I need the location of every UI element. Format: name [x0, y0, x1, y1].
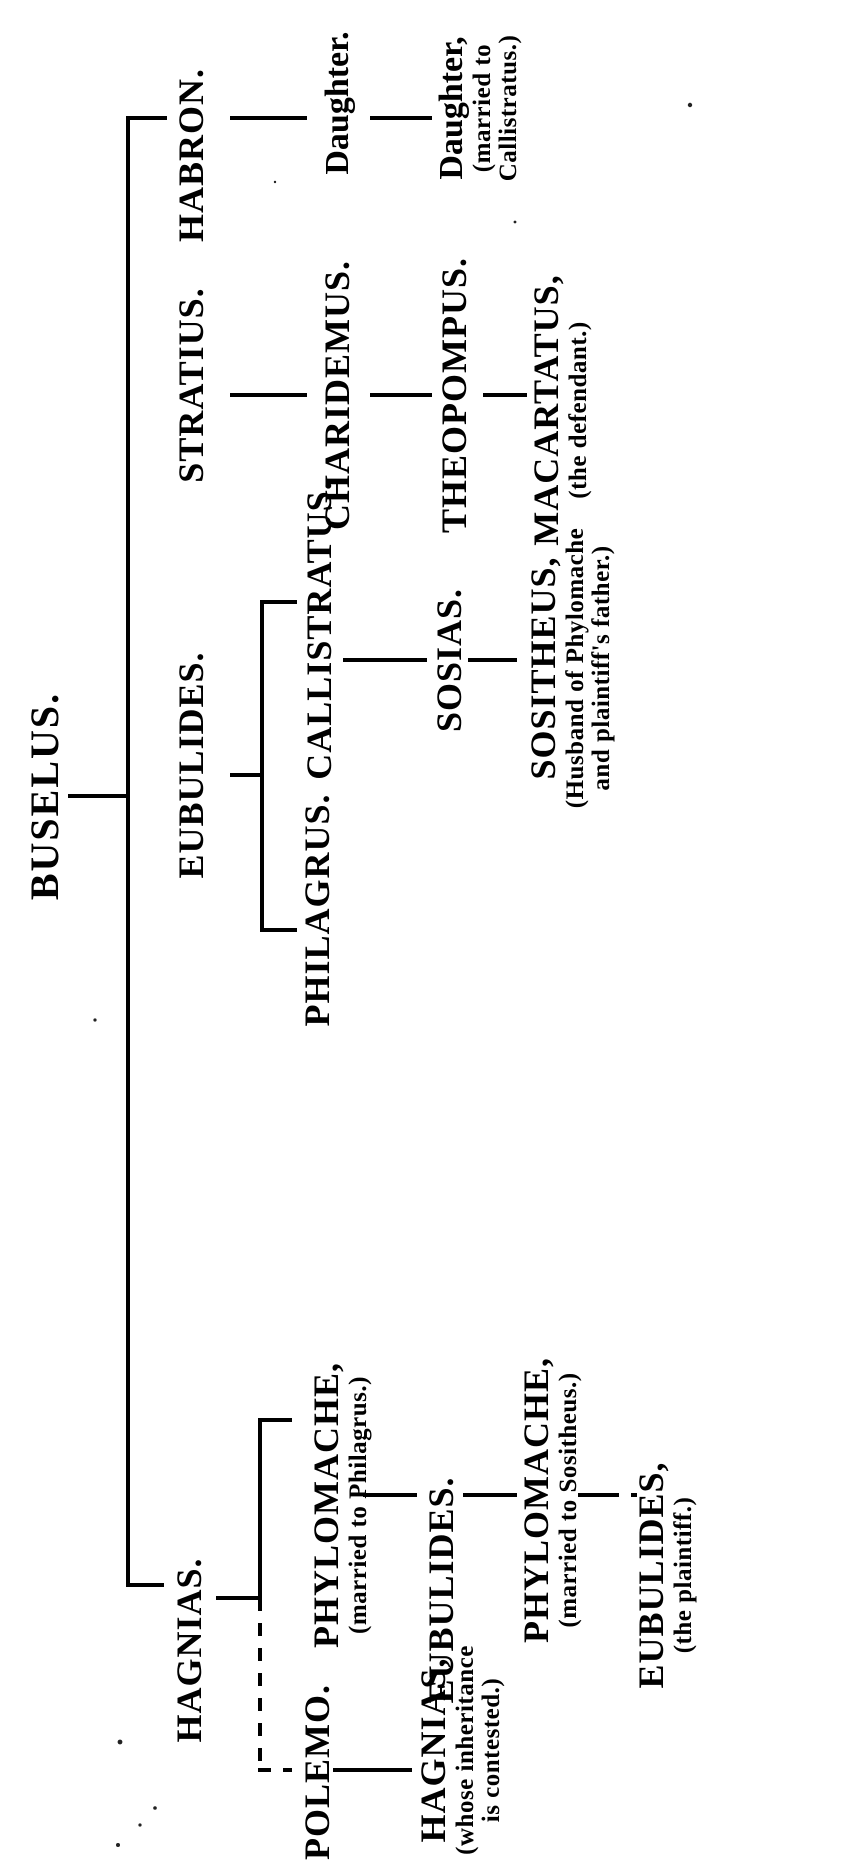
node-callistratus: CALLISTRATUS. [299, 480, 340, 780]
node-eubulides-1: EUBULIDES. [421, 1476, 462, 1704]
node-habron: HABRON. [171, 67, 212, 243]
node-eubulides-2: EUBULIDES, (the plaintiff.) [630, 1461, 697, 1689]
node-buselus: BUSELUS. [22, 691, 67, 901]
eubulides-2-note: (the plaintiff.) [669, 1496, 697, 1654]
node-eubulides: EUBULIDES. [171, 651, 212, 879]
hagnias-son-note-line2: is contested.) [477, 1677, 505, 1823]
node-theopompus: THEOPOMPUS. [434, 256, 475, 534]
phylomache-2-note: (married to Sositheus.) [554, 1372, 582, 1628]
node-philagrus: PHILAGRUS. [297, 793, 338, 1027]
node-daughter-1: Daughter. [319, 31, 357, 175]
sositheus-note-line2: and plaintiff's father.) [587, 545, 615, 791]
sositheus-note-line1: (Husband of Phylomache [561, 527, 589, 809]
daughter-2-note-line2: Callistratus.) [494, 34, 522, 182]
node-daughter-2: Daughter, (married to Callistratus.) [432, 34, 522, 182]
node-phylomache-2: PHYLOMACHE, (married to Sositheus.) [515, 1357, 582, 1643]
node-sosias: SOSIAS. [429, 587, 470, 733]
node-hagnias: HAGNIAS. [169, 1557, 210, 1743]
daughter-2-note-line1: (married to [468, 43, 496, 173]
node-sositheus: SOSITHEUS, (Husband of Phylomache and pl… [522, 527, 615, 809]
phylomache-1-note: (married to Philagrus.) [344, 1376, 372, 1634]
node-polemo: POLEMO. [297, 1684, 338, 1860]
node-phylomache-1: PHYLOMACHE, (married to Philagrus.) [305, 1362, 372, 1648]
node-macartatus: MACARTATUS, (the defendant.) [525, 274, 592, 546]
macartatus-note: (the defendant.) [564, 321, 592, 499]
node-stratius: STRATIUS. [171, 287, 212, 483]
